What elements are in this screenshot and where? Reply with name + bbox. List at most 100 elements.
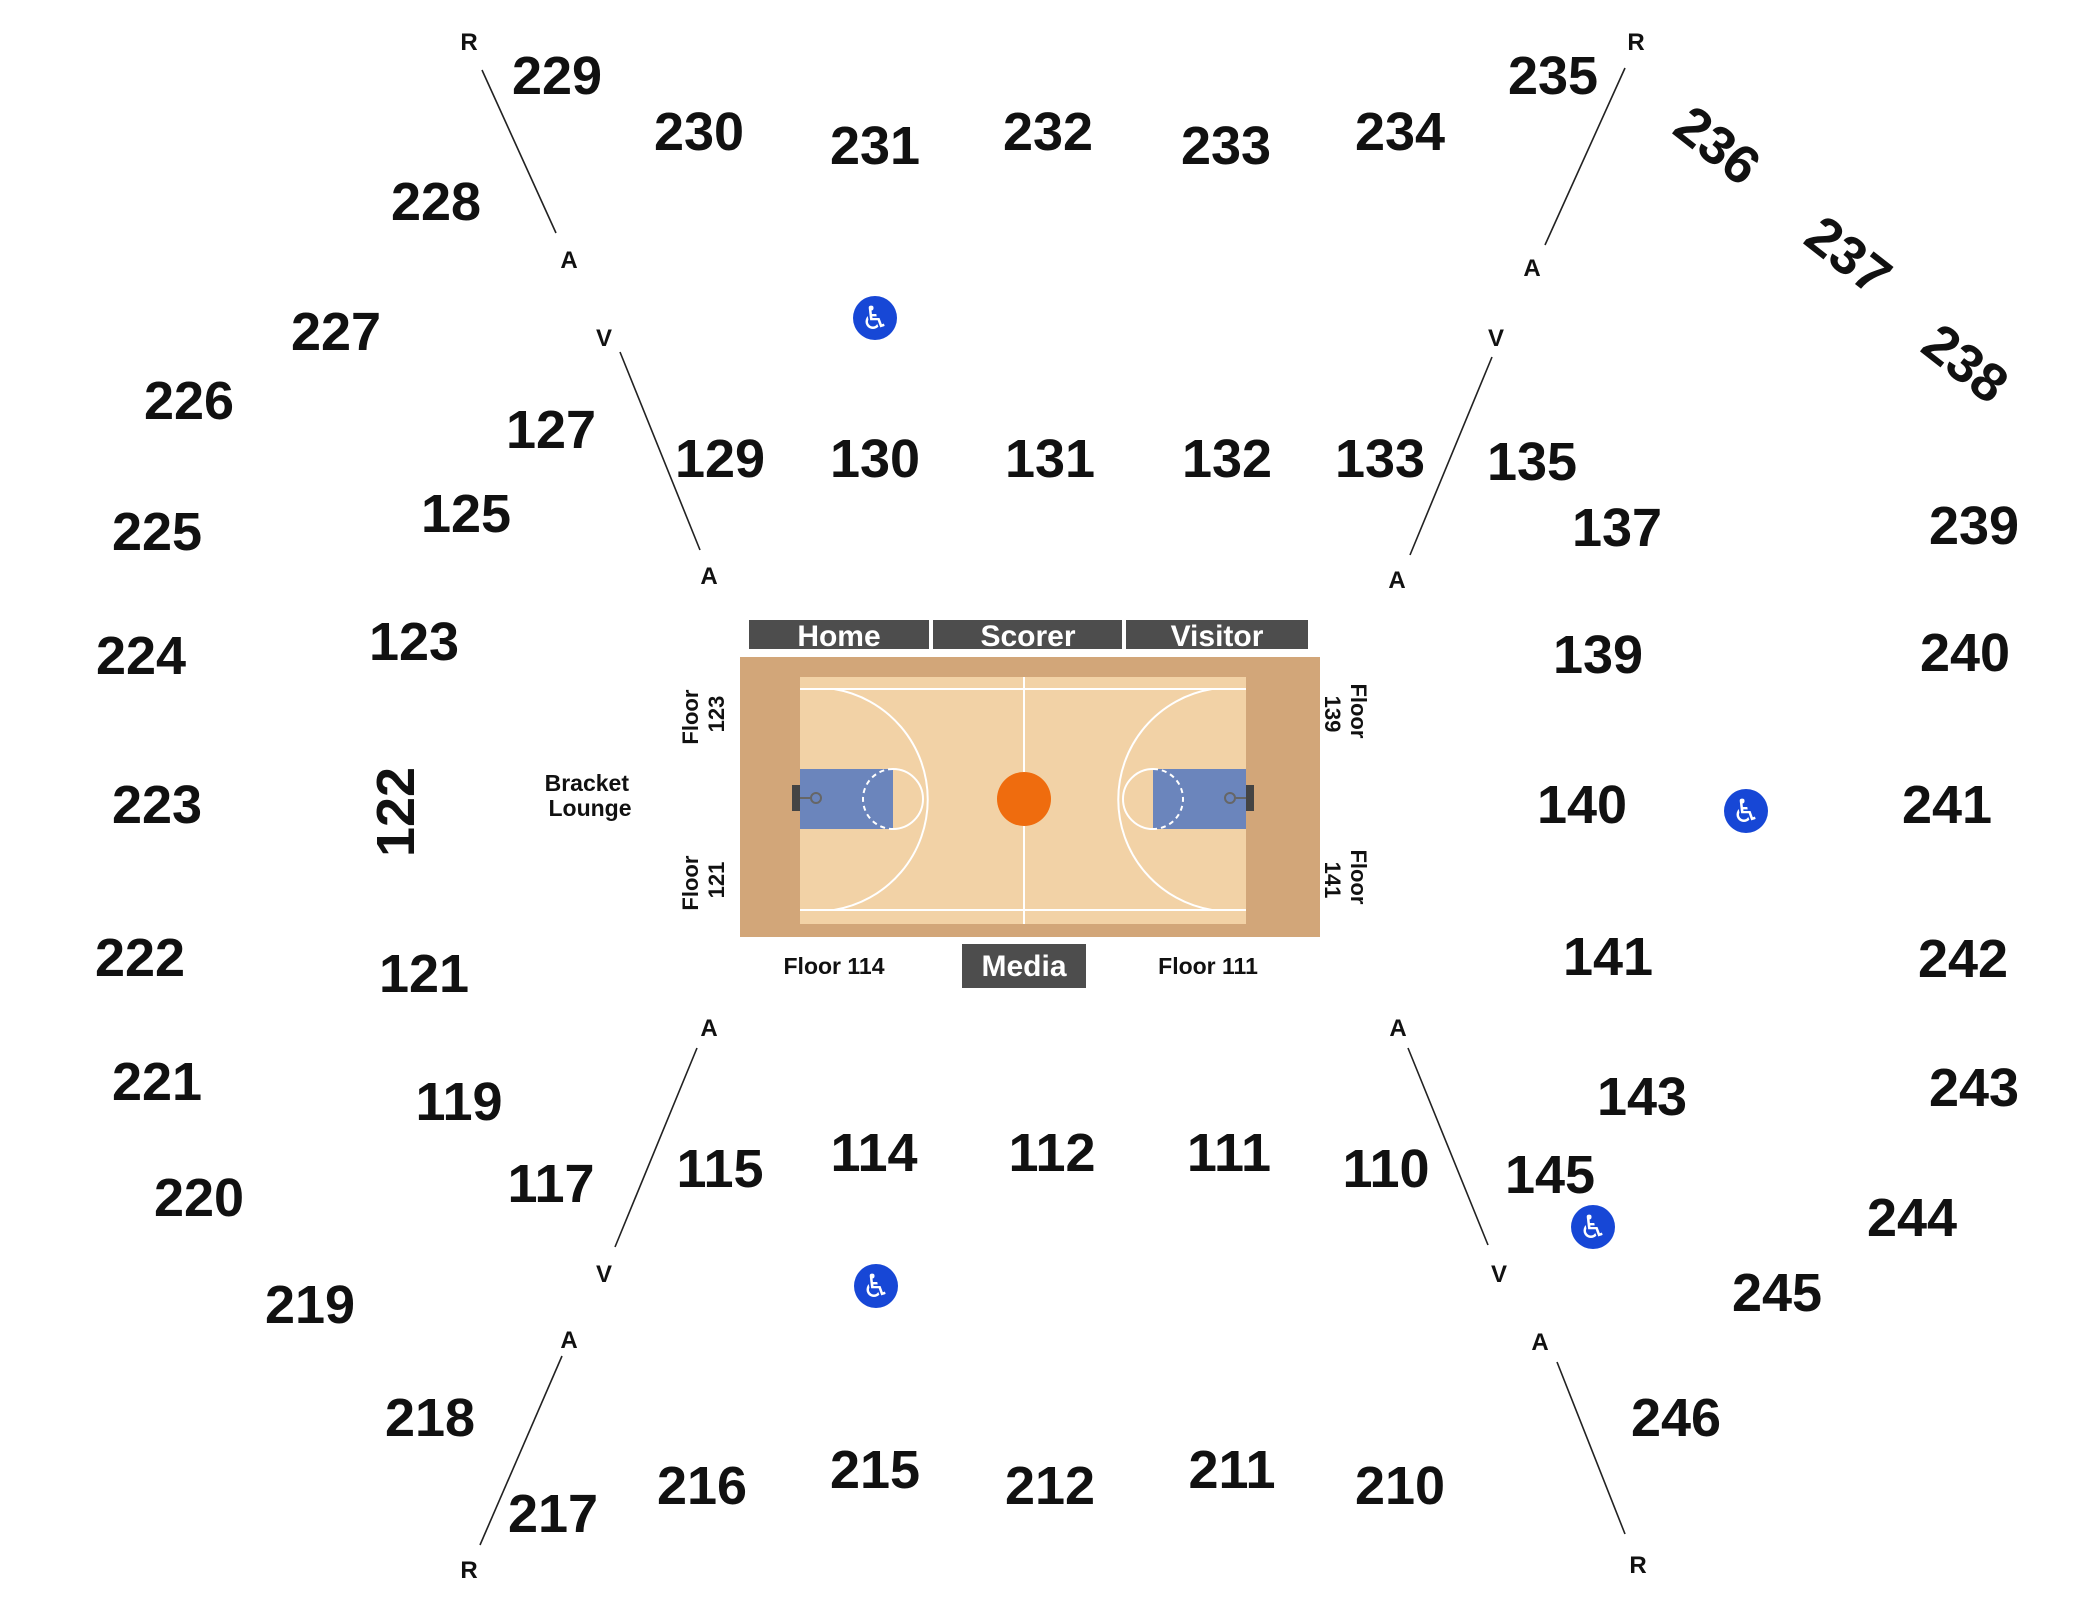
row-marker-a: A: [1388, 567, 1405, 594]
section-210[interactable]: 210: [1355, 1456, 1445, 1516]
section-227[interactable]: 228: [391, 172, 481, 232]
row-marker-a: A: [700, 563, 717, 590]
section-239[interactable]: 240: [1920, 623, 2010, 683]
section-112[interactable]: 112: [1008, 1123, 1095, 1183]
section-228[interactable]: 229: [512, 46, 602, 106]
section-135[interactable]: 135: [1487, 432, 1577, 492]
section-243[interactable]: 244: [1867, 1188, 1957, 1248]
svg-text:♿: ♿: [862, 1267, 891, 1305]
section-245[interactable]: 246: [1631, 1388, 1721, 1448]
aisle-line: [1407, 1047, 1489, 1246]
section-225[interactable]: 226: [144, 371, 234, 431]
scorer-bar: [933, 620, 1122, 649]
section-226[interactable]: 227: [291, 302, 381, 362]
section-244[interactable]: 245: [1732, 1263, 1822, 1323]
floor-141-label: Floor 141: [1320, 849, 1371, 910]
section-233[interactable]: 234: [1355, 102, 1445, 162]
section-220[interactable]: 221: [112, 1052, 202, 1112]
free-throw-arc-right-dashed: [1152, 768, 1184, 830]
section-217[interactable]: 218: [385, 1388, 475, 1448]
three-point-arc-left: [800, 688, 929, 911]
section-224[interactable]: 225: [112, 502, 202, 562]
svg-text:♿: ♿: [1579, 1208, 1608, 1246]
section-119[interactable]: 119: [415, 1072, 502, 1132]
section-117[interactable]: 117: [507, 1154, 594, 1214]
section-130[interactable]: 130: [830, 429, 920, 489]
visitor-label: Visitor: [1171, 620, 1264, 653]
floor-111-label: Floor 111: [1158, 953, 1258, 979]
row-marker-a: A: [1389, 1015, 1406, 1042]
section-223[interactable]: 224: [96, 626, 186, 686]
section-125[interactable]: 125: [421, 484, 511, 544]
section-143[interactable]: 143: [1597, 1067, 1687, 1127]
aisle-line: [619, 351, 701, 551]
section-141[interactable]: 141: [1563, 927, 1653, 987]
section-231[interactable]: 232: [1003, 102, 1093, 162]
section-139[interactable]: 139: [1553, 625, 1643, 685]
wheelchair-icon: ♿: [1571, 1205, 1615, 1249]
row-marker-r: R: [460, 29, 477, 56]
section-122[interactable]: 122: [366, 767, 426, 857]
section-229[interactable]: 230: [654, 102, 744, 162]
section-238[interactable]: 239: [1929, 496, 2019, 556]
section-215[interactable]: 216: [657, 1456, 747, 1516]
section-240[interactable]: 241: [1902, 775, 1992, 835]
free-throw-arc-right: [1122, 768, 1154, 830]
section-211[interactable]: 211: [1188, 1440, 1275, 1500]
wheelchair-icon: ♿: [853, 296, 897, 340]
rim-left: [810, 792, 822, 804]
row-marker-r: R: [460, 1557, 477, 1584]
section-133[interactable]: 133: [1335, 429, 1425, 489]
section-131[interactable]: 131: [1005, 429, 1095, 489]
section-237[interactable]: 238: [1911, 312, 2019, 415]
section-145[interactable]: 145: [1505, 1145, 1595, 1205]
floor-123-label: Floor 123: [678, 683, 729, 744]
section-123[interactable]: 123: [369, 612, 459, 672]
section-234[interactable]: 235: [1508, 46, 1598, 106]
section-111[interactable]: 111: [1187, 1123, 1271, 1183]
section-214[interactable]: 215: [830, 1440, 920, 1500]
row-marker-a: A: [1531, 1329, 1548, 1356]
floor-121-label: Floor 121: [678, 849, 729, 910]
section-241[interactable]: 242: [1918, 929, 2008, 989]
section-235[interactable]: 236: [1663, 94, 1771, 197]
visitor-bar: [1126, 620, 1308, 649]
section-242[interactable]: 243: [1929, 1058, 2019, 1118]
free-throw-arc-left: [892, 768, 924, 830]
section-121[interactable]: 121: [379, 944, 469, 1004]
row-marker-a: A: [700, 1015, 717, 1042]
row-marker-v: V: [596, 1261, 612, 1288]
home-bar: [749, 620, 929, 649]
section-110[interactable]: 110: [1342, 1139, 1429, 1199]
row-marker-r: R: [1629, 1552, 1646, 1579]
section-129[interactable]: 129: [675, 429, 765, 489]
row-marker-a: A: [560, 1327, 577, 1354]
section-218[interactable]: 219: [265, 1275, 355, 1335]
row-markers: R A V A R A V A A V A R A V A R: [460, 29, 1646, 1584]
row-marker-v: V: [596, 325, 612, 352]
section-115[interactable]: 115: [676, 1139, 763, 1199]
row-marker-v: V: [1488, 325, 1504, 352]
section-140[interactable]: 140: [1537, 775, 1627, 835]
section-230[interactable]: 231: [830, 116, 920, 176]
row-marker-a: A: [1523, 255, 1540, 282]
floor-139-label: Floor 139: [1320, 683, 1371, 744]
section-236[interactable]: 237: [1794, 204, 1902, 307]
paint-left: [800, 769, 893, 829]
section-212[interactable]: 212: [1005, 1456, 1095, 1516]
section-221[interactable]: 222: [95, 928, 185, 988]
section-219[interactable]: 220: [154, 1168, 244, 1228]
aisles: [479, 67, 1626, 1546]
row-marker-a: A: [560, 247, 577, 274]
section-114[interactable]: 114: [830, 1123, 917, 1183]
backboard-left: [792, 785, 800, 811]
section-222[interactable]: 223: [112, 775, 202, 835]
floor-114-label: Floor 114: [784, 953, 885, 979]
section-132[interactable]: 132: [1182, 429, 1272, 489]
scorer-label: Scorer: [980, 620, 1075, 653]
section-232[interactable]: 233: [1181, 116, 1271, 176]
section-137[interactable]: 137: [1572, 498, 1662, 558]
court: [740, 657, 1320, 937]
section-127[interactable]: 127: [506, 400, 596, 460]
section-216[interactable]: 217: [508, 1484, 598, 1544]
